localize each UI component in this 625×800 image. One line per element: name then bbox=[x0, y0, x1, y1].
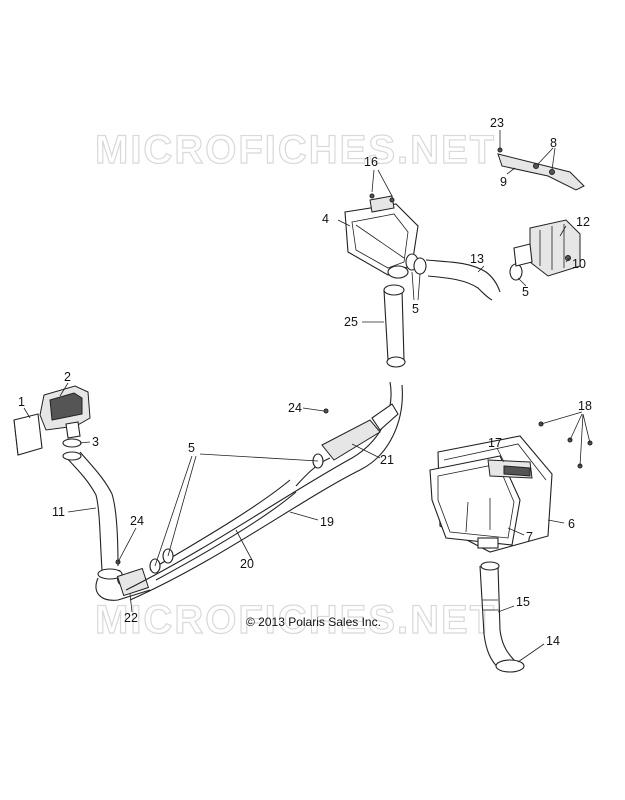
part-24-fastener-upper bbox=[323, 408, 329, 414]
part-19-long-hose bbox=[125, 381, 403, 601]
callout-2: 2 bbox=[64, 370, 71, 384]
watermark-bottom: MICROFICHES.NET bbox=[95, 598, 496, 642]
watermark-top: MICROFICHES.NET bbox=[95, 128, 496, 172]
part-17-foam bbox=[487, 459, 533, 479]
callout-5-mid: 5 bbox=[188, 441, 195, 455]
leader-lines bbox=[23, 130, 591, 663]
callout-10: 10 bbox=[572, 257, 586, 271]
part-16-fastener-a bbox=[369, 193, 375, 199]
callout-17: 17 bbox=[488, 436, 502, 450]
copyright-text: © 2013 Polaris Sales Inc. bbox=[246, 615, 381, 629]
part-2-housing bbox=[39, 385, 91, 439]
part-12-throttle-body bbox=[513, 219, 581, 277]
callout-24-upper: 24 bbox=[288, 401, 302, 415]
callout-8: 8 bbox=[550, 136, 557, 150]
callout-9: 9 bbox=[500, 175, 507, 189]
callout-16: 16 bbox=[364, 155, 378, 169]
part-7-filter-element bbox=[429, 455, 521, 549]
part-21-resonator bbox=[321, 403, 399, 461]
part-11-intake-hose bbox=[62, 451, 119, 571]
part-14-clamp bbox=[495, 659, 525, 673]
callout-18: 18 bbox=[578, 399, 592, 413]
callout-23: 23 bbox=[490, 116, 504, 130]
callout-7: 7 bbox=[526, 530, 533, 544]
part-3-clamp bbox=[62, 438, 82, 448]
part-4-airbox bbox=[344, 195, 419, 279]
part-23-fastener bbox=[497, 147, 503, 153]
callout-6: 6 bbox=[568, 517, 575, 531]
callout-4: 4 bbox=[322, 212, 329, 226]
callout-5-airbox: 5 bbox=[412, 302, 419, 316]
callout-24-lower: 24 bbox=[130, 514, 144, 528]
callout-1: 1 bbox=[18, 395, 25, 409]
part-15-tube bbox=[479, 561, 517, 671]
part-1-filter-block bbox=[13, 413, 43, 456]
part-16-fastener-b bbox=[389, 197, 395, 203]
callout-25: 25 bbox=[344, 315, 358, 329]
callout-15: 15 bbox=[516, 595, 530, 609]
part-9-bracket bbox=[497, 153, 585, 191]
callout-20: 20 bbox=[240, 557, 254, 571]
callout-22: 22 bbox=[124, 611, 138, 625]
callout-3: 3 bbox=[92, 435, 99, 449]
callout-5-engine: 5 bbox=[522, 285, 529, 299]
callout-21: 21 bbox=[380, 453, 394, 467]
callout-13: 13 bbox=[470, 252, 484, 266]
part-5-clamp-top2 bbox=[413, 257, 427, 275]
callout-19: 19 bbox=[320, 515, 334, 529]
part-13-hose bbox=[425, 259, 501, 301]
callout-12: 12 bbox=[576, 215, 590, 229]
part-25-tube bbox=[383, 284, 406, 368]
callout-14: 14 bbox=[546, 634, 560, 648]
callout-11: 11 bbox=[52, 505, 65, 519]
part-22-elbow bbox=[95, 567, 151, 601]
